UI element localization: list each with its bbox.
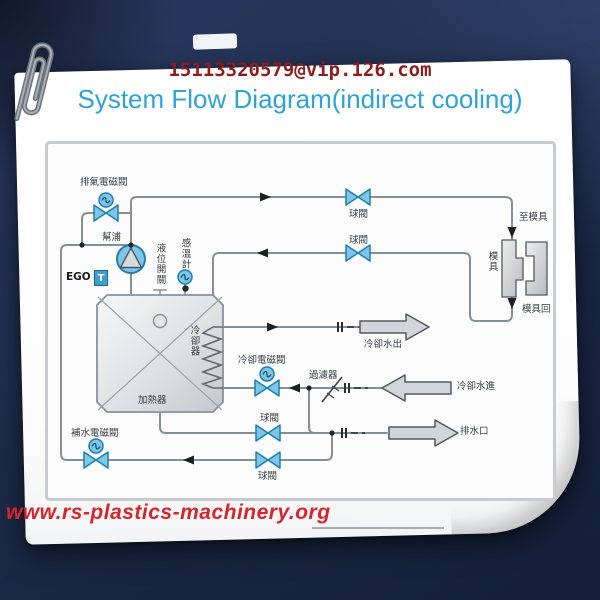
flow-diagram: 排氣電磁閥 幫浦 EGO T 液位開關 感溫計 冷卻器 加熱器 球閥 球閥 至模…	[45, 140, 557, 502]
mold	[501, 239, 548, 298]
drain-port-label: 排水口	[460, 426, 489, 437]
level-float	[152, 313, 168, 329]
water-tank	[96, 294, 224, 413]
cooling-solenoid-head	[259, 366, 275, 382]
cooling-water-out-label: 冷卻水出	[364, 339, 403, 350]
mold-label: 模具	[486, 251, 498, 272]
ball-valve-drain-label: 球閥	[260, 413, 280, 424]
mold-return-label: 模具回	[522, 304, 551, 315]
ego-thermostat: T	[94, 270, 108, 286]
mold-plate-left	[501, 239, 524, 298]
pipe-supply-to-mold	[130, 196, 513, 296]
pipe-left-refill-loop	[60, 244, 333, 461]
paper-scrap	[192, 33, 238, 50]
to-mold-label: 至模具	[519, 212, 548, 223]
pipe-exhaust-branch-b	[81, 212, 95, 246]
divider-line	[312, 527, 444, 529]
pipe-junctions	[79, 242, 335, 436]
pipe-mold-return	[212, 252, 513, 328]
cooling-coil	[200, 326, 224, 389]
mold-plate-right	[525, 241, 548, 296]
exhaust-solenoid-valve-label: 排氣電磁閥	[80, 177, 128, 188]
pump-label: 幫浦	[102, 232, 122, 243]
pump-impeller	[119, 246, 143, 269]
ball-valve-refill-label: 球閥	[258, 471, 278, 482]
tank-cross-braces	[97, 296, 223, 411]
filter-label: 過濾器	[309, 370, 338, 381]
ball-valve-return-label: 球閥	[349, 235, 369, 246]
website-url: www.rs-plastics-machinery.org	[6, 501, 331, 524]
temp-sensor-label: 感溫計	[179, 238, 191, 270]
paperclip-icon	[14, 42, 54, 122]
exhaust-solenoid-head	[98, 192, 114, 208]
filter-symbol	[321, 376, 343, 403]
cooling-water-in-label: 冷卻水進	[457, 381, 496, 392]
contact-email: 15113320579@vip.126.com	[168, 59, 432, 81]
heater-label: 加熱器	[138, 395, 167, 406]
level-switch-label: 液位開關	[154, 243, 166, 285]
refill-solenoid-valve-label: 補水電磁閥	[71, 428, 119, 439]
pipes	[60, 196, 513, 461]
cooler-label: 冷卻器	[188, 325, 200, 357]
ego-label: EGO	[66, 271, 91, 283]
temp-sensor-bulb	[182, 285, 189, 292]
flow-diagram-canvas	[45, 141, 556, 501]
ball-valve-supply-label: 球閥	[349, 209, 369, 220]
temp-sensor-head	[177, 269, 193, 285]
pipe-drain	[159, 411, 388, 434]
cooling-solenoid-valve-label: 冷卻電磁閥	[238, 355, 286, 366]
refill-solenoid-head	[88, 438, 104, 454]
page-title: System Flow Diagram(indirect cooling)	[77, 84, 523, 114]
